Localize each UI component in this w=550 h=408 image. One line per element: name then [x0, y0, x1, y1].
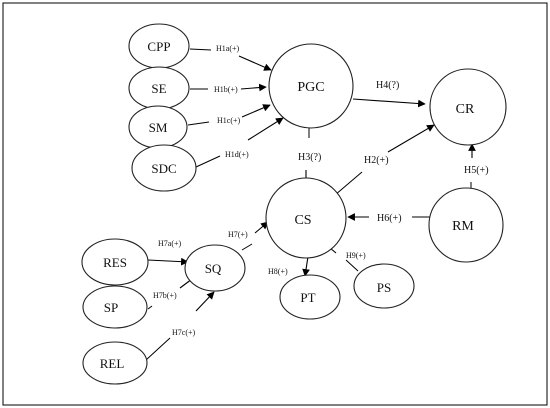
edge-h7a — [147, 257, 189, 266]
node-pgc: PGC — [268, 43, 354, 129]
hypothesis-label-h1d: H1d(+) — [225, 150, 249, 159]
hypothesis-label-h7a: H7a(+) — [158, 239, 182, 248]
hypothesis-label-h1a: H1a(+) — [216, 44, 240, 53]
node-label-sdc: SDC — [151, 161, 176, 176]
node-sq: SQ — [184, 244, 246, 292]
edge-stub-h9 — [345, 259, 359, 272]
node-label-se: SE — [151, 81, 166, 96]
edge-stub-h7 — [241, 243, 253, 251]
edge-h1d — [247, 117, 284, 141]
node-cpp: CPP — [128, 23, 190, 69]
node-cr: CR — [429, 68, 507, 146]
edge-stub-h1c — [187, 121, 210, 126]
hypothesis-label-h8: H8(+) — [268, 267, 288, 276]
edge-h1a — [238, 55, 272, 71]
node-label-sm: SM — [149, 120, 168, 135]
hypothesis-label-h1c: H1c(+) — [217, 116, 241, 125]
node-sdc: SDC — [131, 144, 197, 192]
node-label-cr: CR — [456, 102, 475, 117]
node-label-res: RES — [103, 255, 127, 270]
node-label-rel: REL — [100, 356, 125, 371]
node-label-cs: CS — [294, 213, 311, 228]
node-rel: REL — [82, 341, 148, 385]
edge-stub-h7c — [145, 337, 171, 361]
hypothesis-label-h7: H7(+) — [228, 230, 248, 239]
node-cs: CS — [265, 177, 347, 259]
node-label-rm: RM — [452, 219, 474, 234]
hypothesis-label-h3: H3(?) — [298, 152, 321, 163]
node-res: RES — [81, 238, 149, 286]
edge-stub-h2 — [334, 171, 363, 196]
node-rm: RM — [428, 187, 504, 263]
node-label-ps: PS — [377, 280, 391, 295]
edge-h2 — [387, 124, 435, 153]
hypothesis-label-h1b: H1b(+) — [214, 85, 238, 94]
node-pt: PT — [279, 274, 341, 320]
edge-h1c — [241, 104, 271, 118]
node-label-sp: SP — [104, 300, 118, 315]
edge-h4 — [352, 98, 426, 108]
hypothesis-label-h2: H2(+) — [364, 155, 389, 166]
node-sp: SP — [82, 285, 148, 329]
edge-stub-h1a — [189, 48, 212, 51]
node-label-pgc: PGC — [297, 80, 324, 95]
node-label-cpp: CPP — [147, 39, 170, 54]
edge-h1b — [240, 83, 267, 92]
hypothesis-label-h5: H5(+) — [464, 165, 489, 176]
hypothesis-label-h7c: H7c(+) — [172, 328, 196, 337]
hypothesis-label-h9: H9(+) — [346, 251, 366, 260]
node-sm: SM — [128, 105, 188, 149]
edge-h7 — [254, 221, 269, 234]
hypothesis-label-h7b: H7b(+) — [153, 291, 177, 300]
edge-stub-h7b — [147, 305, 153, 310]
node-label-sq: SQ — [205, 261, 222, 276]
edge-h7c — [195, 291, 215, 312]
node-ps: PS — [353, 263, 415, 309]
node-se: SE — [128, 66, 190, 110]
hypothesis-label-h6: H6(+) — [377, 213, 402, 224]
hypothesis-label-h4: H4(?) — [376, 80, 399, 91]
edge-stub-h1d — [195, 155, 221, 168]
node-label-pt: PT — [300, 290, 315, 305]
